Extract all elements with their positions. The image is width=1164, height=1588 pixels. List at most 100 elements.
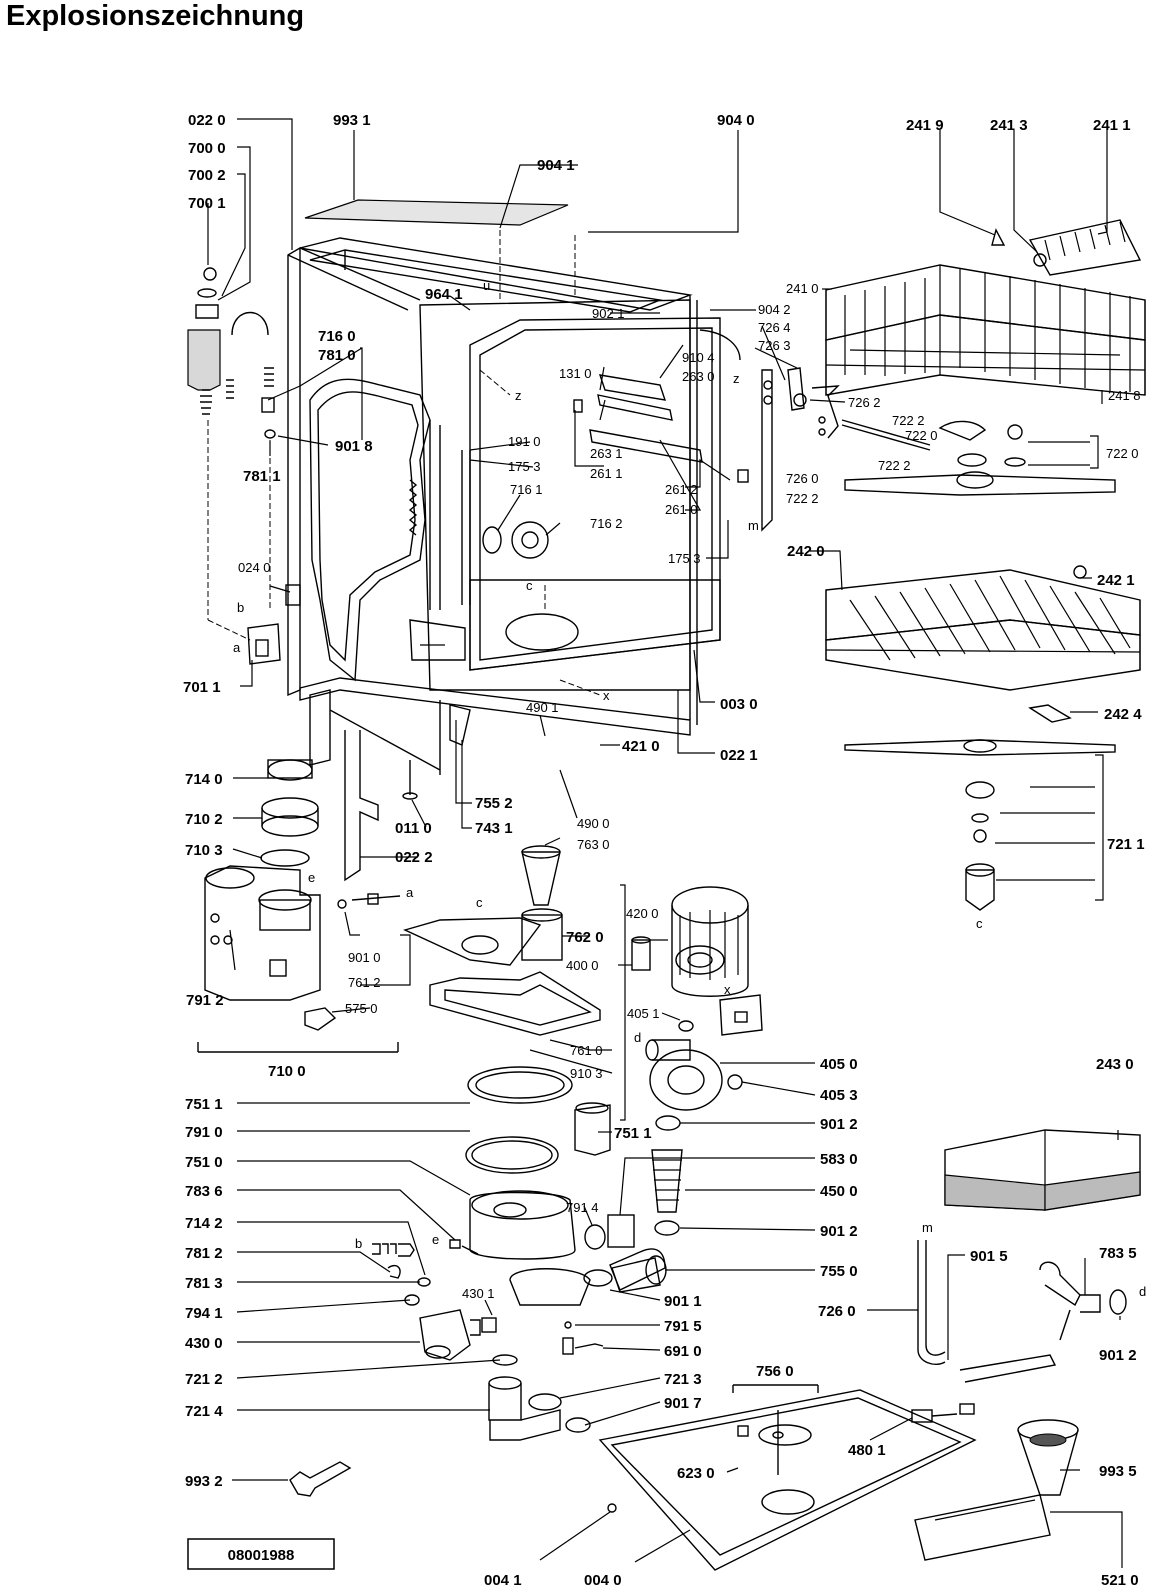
- letter-mark: d: [634, 1030, 641, 1045]
- part-label: 421 0: [622, 738, 660, 755]
- lower-basket: [825, 565, 1141, 911]
- part-label: 722 2: [892, 413, 925, 428]
- part-label: 763 0: [577, 837, 610, 852]
- part-label: 242 0: [787, 543, 825, 560]
- part-label: 902 1: [592, 306, 625, 321]
- part-label: 575 0: [345, 1001, 378, 1016]
- wrench: [289, 1461, 352, 1497]
- letter-mark: x: [603, 688, 610, 703]
- part-label: 490 0: [577, 816, 610, 831]
- part-label: 726 2: [848, 395, 881, 410]
- base-plate: [598, 1384, 977, 1571]
- part-label: 761 2: [348, 975, 381, 990]
- part-label: 722 2: [786, 491, 819, 506]
- part-label: 751 0: [185, 1154, 223, 1171]
- part-label: 743 1: [475, 820, 513, 837]
- part-label: 721 1: [1107, 836, 1145, 853]
- part-label: 583 0: [820, 1151, 858, 1168]
- part-label: 722 0: [1106, 446, 1139, 461]
- part-label: 241 9: [906, 117, 944, 134]
- part-label: 714 0: [185, 771, 223, 788]
- part-label: 710 0: [268, 1063, 306, 1080]
- part-label: 700 1: [188, 195, 226, 212]
- letter-mark: b: [355, 1236, 362, 1251]
- letter-mark: c: [976, 916, 983, 931]
- part-label: 241 8: [1108, 388, 1141, 403]
- part-label: 901 1: [664, 1293, 702, 1310]
- part-label: 901 2: [1099, 1347, 1137, 1364]
- part-label: 964 1: [425, 286, 463, 303]
- part-label: 700 0: [188, 140, 226, 157]
- part-label: 761 0: [570, 1043, 603, 1058]
- part-label: 022 1: [720, 747, 758, 764]
- part-label: 791 0: [185, 1124, 223, 1141]
- part-label: 722 0: [905, 428, 938, 443]
- part-label: 901 2: [820, 1116, 858, 1133]
- letter-mark: m: [748, 518, 759, 533]
- part-label: 721 2: [185, 1371, 223, 1388]
- part-label: 901 0: [348, 950, 381, 965]
- part-label: 241 3: [990, 117, 1028, 134]
- part-label: 791 2: [186, 992, 224, 1009]
- part-label: 480 1: [848, 1442, 886, 1459]
- circulation-pump: [584, 886, 763, 1291]
- part-label: 726 4: [758, 320, 791, 335]
- part-label: 490 1: [526, 700, 559, 715]
- left-column-parts: [187, 267, 301, 665]
- drawing-number-box: [187, 1538, 335, 1570]
- part-label: 716 2: [590, 516, 623, 531]
- part-label: 910 3: [570, 1066, 603, 1081]
- part-label: 131 0: [559, 366, 592, 381]
- part-label: 791 4: [566, 1200, 599, 1215]
- letter-mark: d: [1139, 1284, 1146, 1299]
- part-label: 781 3: [185, 1275, 223, 1292]
- part-label: 726 0: [818, 1303, 856, 1320]
- part-label: 521 0: [1101, 1572, 1139, 1588]
- letter-marks: b a c z z u m x c e a c x d e b m d: [233, 278, 1146, 1299]
- part-label: 710 2: [185, 811, 223, 828]
- part-label: 755 0: [820, 1263, 858, 1280]
- letter-mark: u: [483, 278, 490, 293]
- part-label: 004 0: [584, 1572, 622, 1588]
- part-label: 405 0: [820, 1056, 858, 1073]
- letter-mark: m: [922, 1220, 933, 1235]
- part-label: 003 0: [720, 696, 758, 713]
- part-label: 993 5: [1099, 1463, 1137, 1480]
- part-label: 261 1: [590, 466, 623, 481]
- part-label: 261 2: [665, 482, 698, 497]
- letter-mark: e: [432, 1232, 439, 1247]
- part-label: 910 4: [682, 350, 715, 365]
- part-label: 993 2: [185, 1473, 223, 1490]
- part-label: 700 2: [188, 167, 226, 184]
- part-label: 400 0: [566, 958, 599, 973]
- letter-mark: a: [233, 640, 241, 655]
- letter-mark: c: [476, 895, 483, 910]
- part-label: 710 3: [185, 842, 223, 859]
- part-label: 261 0: [665, 502, 698, 517]
- upper-basket: [761, 219, 1146, 532]
- part-label: 904 1: [537, 157, 575, 174]
- part-label: 722 2: [878, 458, 911, 473]
- part-label: 241 1: [1093, 117, 1131, 134]
- part-label: 716 0: [318, 328, 356, 345]
- part-label: 791 5: [664, 1318, 702, 1335]
- part-labels: 022 0 993 1 904 0 241 9 241 3 241 1 700 …: [183, 112, 1145, 1588]
- part-label: 004 1: [484, 1572, 522, 1588]
- part-label: 405 1: [627, 1006, 660, 1021]
- part-label: 242 1: [1097, 572, 1135, 589]
- part-label: 623 0: [677, 1465, 715, 1482]
- part-label: 420 0: [626, 906, 659, 921]
- part-label: 022 0: [188, 112, 226, 129]
- part-label: 011 0: [395, 820, 432, 837]
- part-label: 794 1: [185, 1305, 223, 1322]
- part-label: 450 0: [820, 1183, 858, 1200]
- part-label: 191 0: [508, 434, 541, 449]
- page-title: Explosionszeichnung: [6, 0, 305, 32]
- part-label: 430 0: [185, 1335, 223, 1352]
- part-label: 175 3: [668, 551, 701, 566]
- part-label: 430 1: [462, 1286, 495, 1301]
- part-label: 901 8: [335, 438, 373, 455]
- leader-lines: [207, 118, 1123, 1568]
- softener-unit: [197, 730, 418, 1053]
- part-label: 022 2: [395, 849, 433, 866]
